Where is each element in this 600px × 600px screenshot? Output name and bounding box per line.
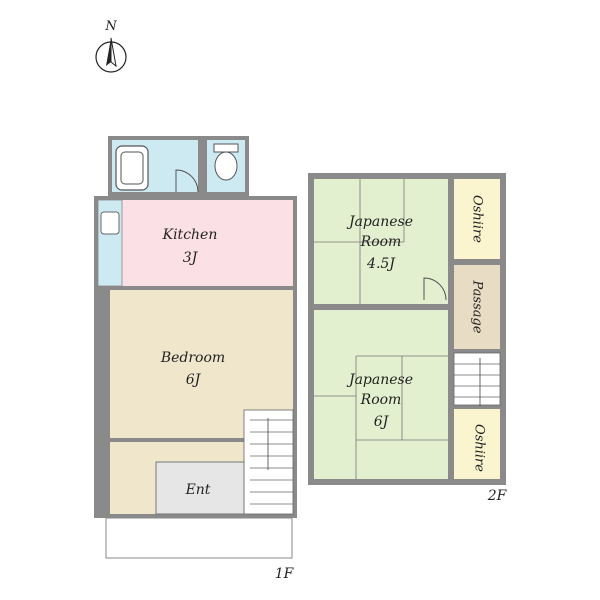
japanese-lower-size: 6J [374, 414, 390, 430]
porch-outline [105, 517, 293, 559]
entrance-room [155, 461, 245, 515]
stair-treads-2f [454, 363, 500, 398]
staircase-2f [453, 352, 501, 406]
japanese-room-door-swing [423, 277, 447, 301]
floor-2f: Japanese Room 4.5J Japanese Room 6J Oshi… [308, 173, 508, 504]
entrance-name: Ent [185, 482, 211, 498]
japanese-upper-size: 4.5J [366, 256, 396, 272]
japanese-lower-name-1: Japanese [346, 372, 413, 388]
kitchen-size: 3J [183, 250, 199, 266]
sink-icon [100, 211, 120, 235]
japanese-upper-name-2: Room [360, 234, 402, 250]
staircase-1f [243, 409, 294, 515]
bedroom-name: Bedroom [160, 350, 225, 366]
oshiire-lower [454, 409, 500, 479]
oshiire-upper [454, 179, 500, 259]
kitchen-name: Kitchen [162, 227, 218, 243]
japanese-room-lower [314, 310, 448, 479]
stair-treads-1f [250, 419, 293, 505]
kitchen-room [98, 200, 293, 286]
passage-label: Passage [470, 279, 485, 333]
japanese-lower-name-2: Room [360, 392, 402, 408]
bath-door-swing [175, 169, 199, 193]
oshiire-lower-label: Oshiire [472, 424, 487, 472]
passage [454, 265, 500, 349]
floor-1f: Kitchen 3J Bedroom 6J Ent 1F [94, 136, 297, 582]
bathtub-icon [115, 145, 149, 191]
japanese-upper-name-1: Japanese [346, 214, 413, 230]
oshiire-upper-label: Oshiire [470, 195, 485, 243]
compass-label: N [104, 19, 117, 34]
floor1-label: 1F [275, 566, 295, 582]
toilet-icon [213, 143, 239, 181]
north-compass-icon: N [95, 19, 127, 73]
floor2-label: 2F [487, 488, 508, 504]
bedroom-size: 6J [186, 372, 202, 388]
japanese-room-upper [314, 179, 448, 304]
